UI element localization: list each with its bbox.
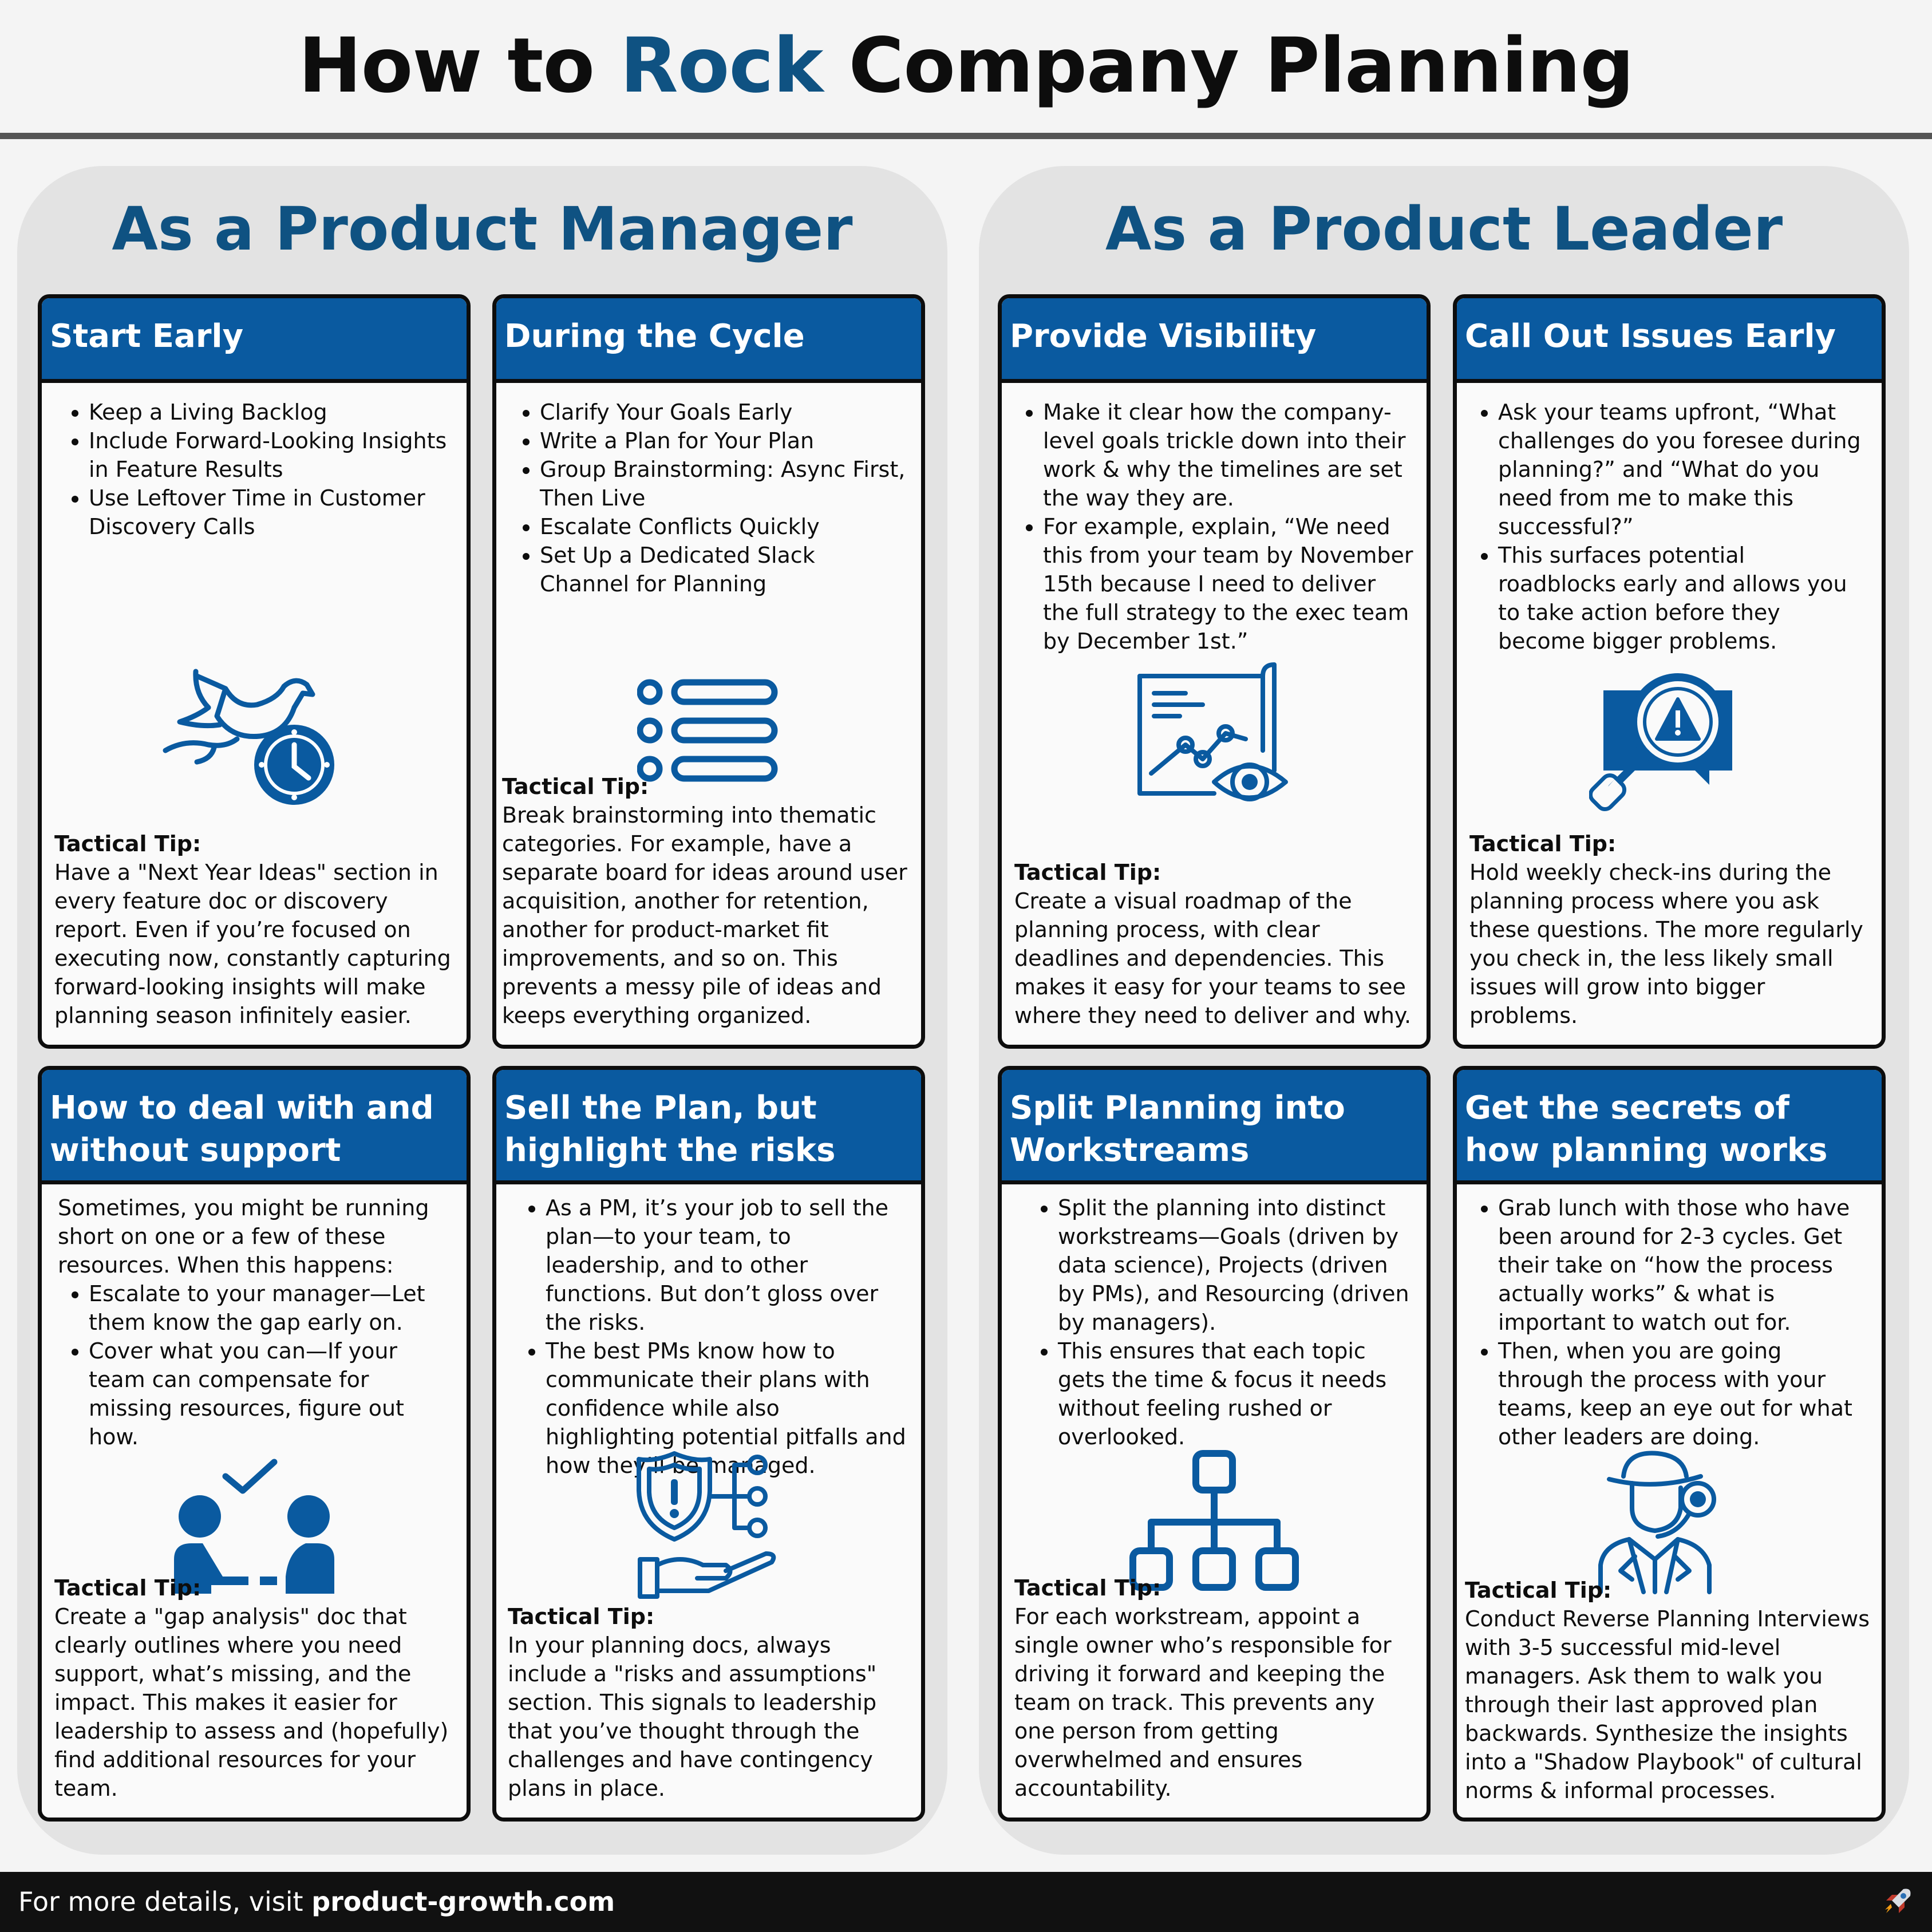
card-during-the-cycle: During the Cycle Clarify Your Goals Earl… [492, 294, 925, 1049]
footer-text: For more details, visit product-growth.c… [18, 1872, 615, 1932]
card-planning-secrets: Get the secrets of how planning works Gr… [1453, 1066, 1886, 1822]
tactical-tip: Tactical Tip: Create a "gap analysis" do… [54, 1574, 459, 1803]
title-part2: Company Planning [848, 22, 1634, 110]
list-item: Ask your teams upfront, “What challenges… [1498, 398, 1869, 541]
card-title: Call Out Issues Early [1457, 298, 1882, 383]
card-title: Start Early [42, 298, 467, 383]
tip-label: Tactical Tip: [54, 831, 202, 856]
list-item: Set Up a Dedicated Slack Channel for Pla… [540, 541, 908, 598]
magnifier-warning-icon [1589, 673, 1732, 812]
list-item: Use Leftover Time in Customer Discovery … [89, 484, 454, 541]
title-part1: How to [298, 22, 595, 110]
tip-text: For each workstream, appoint a single ow… [1014, 1604, 1392, 1801]
tip-label: Tactical Tip: [1465, 1578, 1612, 1603]
bullet-list: Clarify Your Goals Early Write a Plan fo… [509, 398, 908, 598]
card-sell-the-plan: Sell the Plan, but highlight the risks A… [492, 1066, 925, 1822]
card-title: Provide Visibility [1002, 298, 1427, 383]
tip-label: Tactical Tip: [502, 774, 649, 799]
tactical-tip: Tactical Tip: Break brainstorming into t… [502, 772, 916, 1030]
page-title: How to Rock Company Planning [0, 17, 1932, 114]
list-item: This ensures that each topic gets the ti… [1058, 1337, 1414, 1451]
tip-label: Tactical Tip: [508, 1604, 655, 1629]
footer-prefix: For more details, visit [18, 1886, 303, 1917]
tactical-tip: Tactical Tip: For each workstream, appoi… [1014, 1574, 1419, 1803]
card-title: Get the secrets of how planning works [1457, 1070, 1882, 1184]
list-item: Escalate Conflicts Quickly [540, 512, 908, 541]
list-item: Clarify Your Goals Early [540, 398, 908, 426]
card-title: Split Planning into Workstreams [1002, 1070, 1427, 1184]
tip-label: Tactical Tip: [1014, 1575, 1161, 1601]
card-title: During the Cycle [496, 298, 921, 383]
product-manager-heading: As a Product Manager [112, 194, 853, 264]
tip-text: Break brainstorming into thematic catego… [502, 803, 907, 1028]
footer: For more details, visit product-growth.c… [0, 1872, 1932, 1932]
list-item: Escalate to your manager—Let them know t… [89, 1279, 454, 1337]
tip-label: Tactical Tip: [54, 1575, 202, 1601]
bird-clock-icon [163, 669, 334, 805]
card-split-planning: Split Planning into Workstreams Split th… [998, 1066, 1431, 1822]
tactical-tip: Tactical Tip: Create a visual roadmap of… [1014, 858, 1419, 1030]
card-provide-visibility: Provide Visibility Make it clear how the… [998, 294, 1431, 1049]
list-item: This surfaces potential roadblocks early… [1498, 541, 1869, 655]
list-item: Split the planning into distinct workstr… [1058, 1194, 1414, 1337]
product-leader-heading: As a Product Leader [1105, 194, 1783, 264]
footer-link[interactable]: product-growth.com [311, 1886, 615, 1917]
meeting-check-icon [174, 1459, 334, 1594]
tactical-tip: Tactical Tip: In your planning docs, alw… [508, 1602, 913, 1803]
list-item: For example, explain, “We need this from… [1043, 512, 1414, 655]
list-item: Write a Plan for Your Plan [540, 426, 908, 455]
tip-text: Conduct Reverse Planning Interviews with… [1465, 1606, 1870, 1803]
card-intro: Sometimes, you might be running short on… [58, 1195, 429, 1278]
list-item: Keep a Living Backlog [89, 398, 454, 426]
tip-text: Have a "Next Year Ideas" section in ever… [54, 860, 451, 1028]
tip-text: Hold weekly check-ins during the plannin… [1469, 860, 1863, 1028]
list-item: Then, when you are going through the pro… [1498, 1337, 1869, 1451]
tip-label: Tactical Tip: [1014, 860, 1161, 885]
bullet-list: Keep a Living Backlog Include Forward-Lo… [54, 398, 454, 541]
rocket-icon [1885, 1888, 1911, 1913]
card-deal-with-support: How to deal with and without support Som… [38, 1066, 471, 1822]
bullet-list: Ask your teams upfront, “What challenges… [1469, 398, 1869, 655]
tactical-tip: Tactical Tip: Have a "Next Year Ideas" s… [54, 829, 459, 1030]
tip-text: Create a "gap analysis" doc that clearly… [54, 1604, 449, 1801]
list-item: Cover what you can—If your team can comp… [89, 1337, 454, 1451]
bullet-list: Split the planning into distinct workstr… [1014, 1194, 1414, 1451]
list-item: As a PM, it’s your job to sell the plan—… [546, 1194, 908, 1337]
tactical-tip: Tactical Tip: Conduct Reverse Planning I… [1465, 1576, 1874, 1805]
bullet-list: Escalate to your manager—Let them know t… [54, 1279, 454, 1451]
list-icon [637, 679, 778, 782]
bullet-list: Grab lunch with those who have been arou… [1469, 1194, 1869, 1451]
list-item: Grab lunch with those who have been arou… [1498, 1194, 1869, 1337]
list-item: Group Brainstorming: Async First, Then L… [540, 455, 908, 512]
tip-text: In your planning docs, always include a … [508, 1633, 877, 1801]
card-title: How to deal with and without support [42, 1070, 467, 1184]
card-start-early: Start Early Keep a Living Backlog Includ… [38, 294, 471, 1049]
list-item: Include Forward-Looking Insights in Feat… [89, 426, 454, 484]
tactical-tip: Tactical Tip: Hold weekly check-ins duri… [1469, 829, 1874, 1030]
roadmap-eye-icon [1137, 662, 1288, 801]
card-title: Sell the Plan, but highlight the risks [496, 1070, 921, 1184]
detective-icon [1598, 1451, 1716, 1594]
bullet-list: As a PM, it’s your job to sell the plan—… [509, 1194, 908, 1480]
hierarchy-icon [1129, 1450, 1299, 1591]
tip-label: Tactical Tip: [1469, 831, 1617, 856]
card-call-out-issues-early: Call Out Issues Early Ask your teams upf… [1453, 294, 1886, 1049]
list-item: Make it clear how the company-level goal… [1043, 398, 1414, 512]
bullet-list: Make it clear how the company-level goal… [1014, 398, 1414, 655]
shield-hand-icon [637, 1451, 776, 1599]
title-divider [0, 133, 1932, 139]
title-accent: Rock [620, 22, 823, 110]
tip-text: Create a visual roadmap of the planning … [1014, 888, 1412, 1028]
